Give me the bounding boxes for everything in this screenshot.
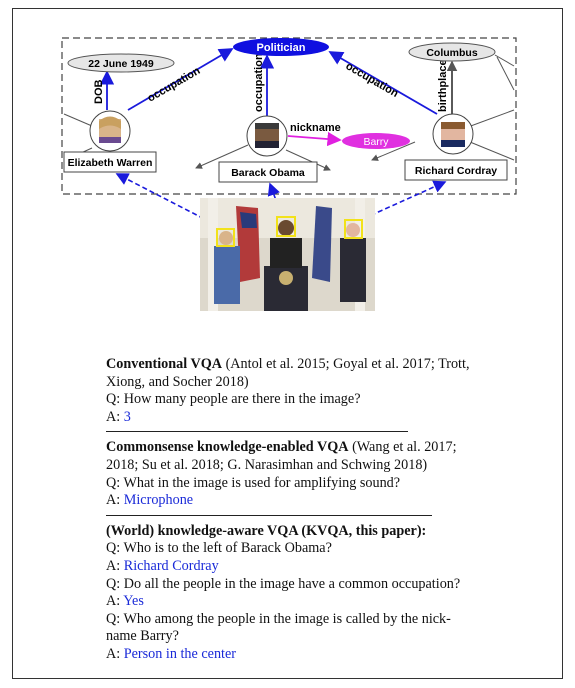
answer-prefix: A:	[106, 557, 124, 574]
cordray-name: Richard Cordray	[415, 165, 497, 177]
node-date-label: 22 June 1949	[88, 58, 154, 70]
answer-prefix: A:	[106, 492, 124, 509]
node-barry-label: Barry	[363, 136, 389, 148]
face-obama	[246, 115, 288, 157]
face-box-obama	[276, 216, 296, 237]
face-box-cordray	[344, 219, 363, 239]
kvqa-question-2: Q: Do all the people in the image have a…	[106, 575, 461, 592]
conventional-answer: 3	[123, 408, 131, 425]
conventional-question: Q: How many people are there in the imag…	[106, 391, 361, 408]
graph-dashed-border	[61, 37, 517, 195]
person-cordray	[340, 238, 366, 302]
figure-frame	[12, 8, 563, 679]
commonsense-vqa-citation: (Wang et al. 2017; 2018; Su et al. 2018;…	[106, 439, 457, 473]
grey-edges	[63, 54, 515, 171]
nickname-edge	[287, 131, 342, 147]
conventional-vqa-title: Conventional VQA	[106, 356, 223, 372]
answer-prefix: A:	[106, 593, 124, 610]
kvqa-answer-3: Person in the center	[123, 645, 237, 662]
kvqa-question-3: Q: Who among the people in the image is …	[106, 610, 451, 645]
conventional-answer-line: A: 3	[106, 409, 480, 427]
commonsense-answer-line: A: Microphone	[106, 492, 480, 510]
warren-name: Elizabeth Warren	[68, 157, 153, 169]
commonsense-vqa-heading: Commonsense knowledge-enabled VQA (Wang …	[106, 439, 480, 474]
separator-1	[106, 431, 408, 433]
conventional-vqa-heading: Conventional VQA (Antol et al. 2015; Goy…	[106, 356, 480, 391]
node-date	[67, 53, 175, 73]
face-warren	[89, 110, 131, 152]
knowledge-graph-diagram: DOB occupation occupation occupation bir…	[61, 37, 517, 227]
edge-label-dob: DOB	[93, 80, 105, 105]
vqa-examples: Conventional VQA (Antol et al. 2015; Goy…	[106, 356, 480, 664]
separator-2	[106, 514, 432, 516]
obama-name: Barack Obama	[231, 167, 305, 179]
commonsense-question: Q: What in the image is used for amplify…	[106, 474, 401, 491]
person-warren	[214, 246, 240, 304]
answer-prefix: A:	[106, 408, 124, 425]
kvqa-title: (World) knowledge-aware VQA (KVQA, this …	[106, 522, 427, 539]
face-cordray	[432, 113, 474, 155]
kvqa-answer-line-2: A: Yes	[106, 593, 480, 611]
blue-edges	[99, 48, 438, 116]
kvqa-answer-line-3: A: Person in the center	[106, 646, 480, 664]
edge-label-occupation-left: occupation	[146, 65, 203, 105]
commonsense-vqa-title: Commonsense knowledge-enabled VQA	[106, 439, 349, 456]
person-obama	[270, 238, 302, 268]
answer-prefix: A:	[106, 645, 124, 662]
node-politician-label: Politician	[257, 42, 306, 54]
kvqa-answer-2: Yes	[123, 593, 144, 610]
edge-label-occupation-right: occupation	[344, 60, 401, 100]
node-politician	[233, 38, 329, 56]
node-columbus	[408, 42, 496, 62]
commonsense-answer: Microphone	[123, 492, 194, 509]
cordray-name-box	[404, 159, 508, 181]
kvqa-answer-1: Richard Cordray	[123, 557, 219, 574]
kvqa-answer-line-1: A: Richard Cordray	[106, 558, 480, 576]
edge-label-birthplace: birthplace	[437, 59, 449, 112]
node-columbus-label: Columbus	[426, 47, 477, 59]
warren-name-box	[63, 151, 157, 173]
kvqa-question-1: Q: Who is to the left of Barack Obama?	[106, 540, 332, 557]
face-box-warren	[216, 228, 235, 247]
press-photo	[200, 198, 375, 311]
node-barry	[342, 133, 410, 149]
conventional-vqa-citation: (Antol et al. 2015; Goyal et al. 2017; T…	[106, 356, 470, 390]
edge-label-occupation-mid: occupation	[253, 53, 265, 112]
obama-name-box	[218, 161, 318, 183]
edge-label-nickname: nickname	[290, 122, 341, 134]
